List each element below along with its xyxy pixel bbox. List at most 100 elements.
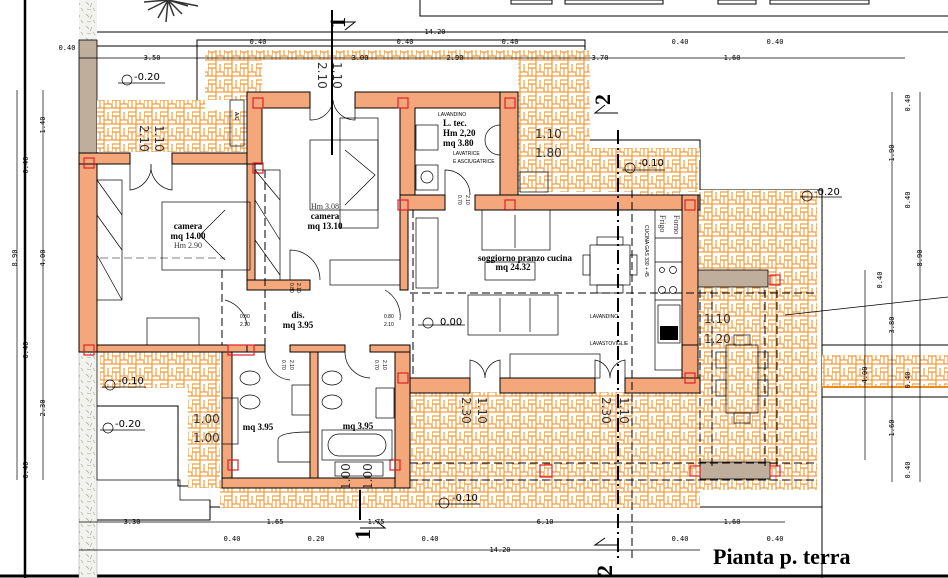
opening-tm-a: 2.10 xyxy=(315,62,329,89)
doors xyxy=(129,99,626,381)
dim-bot-seg-3: 6.10 xyxy=(537,518,554,526)
opening-labels: 2.10 1.10 2.10 1.10 1.10 1.80 1.10 1.20 … xyxy=(137,62,731,490)
dim-left-total: 8.90 xyxy=(11,250,19,267)
dim-left-seg-5: 0.40 xyxy=(22,462,30,479)
room-name-camera-2: camera xyxy=(311,211,340,221)
door5-height: 2.10 xyxy=(464,195,470,205)
room-height-camera-2: Hm 3.08 xyxy=(311,202,339,211)
site-top-elements xyxy=(419,0,948,17)
dim-right-seg-4: 1.60 xyxy=(888,420,896,437)
door4-width: 0.70 xyxy=(373,360,379,370)
room-area-camera-2: mq 13.10 xyxy=(307,221,343,231)
section-marker-1: 1 1 xyxy=(325,10,387,540)
tree-symbol xyxy=(143,0,199,23)
dim-bot-wall-2: 0.40 xyxy=(422,535,439,543)
pillars xyxy=(83,97,781,478)
dim-right-seg-1: 1.90 xyxy=(888,145,896,162)
label-asciugatrice: E ASCIUGATRICE xyxy=(453,159,495,165)
hedge-lower xyxy=(78,351,98,578)
hedge xyxy=(79,0,97,40)
walls xyxy=(78,91,771,489)
room-area-ltec: mq 3.80 xyxy=(443,138,474,148)
section-label-2-bottom: 2 xyxy=(592,565,617,576)
dim-top-seg-4: 1.60 xyxy=(724,54,741,62)
dim-top-seg-1: 3.00 xyxy=(352,54,369,62)
dimensions-bottom: 3.30 1.65 1.75 6.10 1.60 0.40 0.20 0.40 … xyxy=(79,518,785,554)
dim-top-wall-0: 0.40 xyxy=(250,38,267,46)
door2-height: 2.10 xyxy=(384,322,394,328)
opening-bath-b: 1.00 xyxy=(193,431,220,445)
opening-east-b: 1.20 xyxy=(704,332,731,346)
room-name-camera-1: camera xyxy=(174,221,203,231)
section-label-1-bottom: 1 xyxy=(350,529,375,540)
drawing-title: Pianta p. terra xyxy=(713,544,850,569)
dim-bot-wall-1: 0.20 xyxy=(308,535,325,543)
door1-width: 0.80 xyxy=(240,314,250,320)
fixture-labels: LAVANDINO LAVATRICE E ASCIUGATRICE Frigo… xyxy=(233,112,681,347)
opening-s1-a: 2.30 xyxy=(459,397,473,424)
dim-left-seg-4: 2.30 xyxy=(39,400,47,417)
room-name-ltec: L. tec. xyxy=(443,118,467,128)
dimensions-left: 8.90 1.40 0.40 4.00 0.40 2.30 0.40 xyxy=(11,90,47,480)
opening-tl-a: 2.10 xyxy=(137,125,151,152)
dim-top-wall-1: 0.40 xyxy=(397,38,414,46)
door4-height: 2.10 xyxy=(381,360,387,370)
label-lavastoviglie: LAVASTOVIGLIE xyxy=(590,341,629,347)
level-minus-020-e: -0.20 xyxy=(814,187,840,198)
dim-bot-total: 14.20 xyxy=(489,546,510,554)
door-labels: 0.80 2.10 0.80 2.10 0.70 2.10 0.70 2.10 … xyxy=(240,195,470,370)
dim-top-seg-2: 2.90 xyxy=(447,54,464,62)
pavement xyxy=(97,50,948,508)
room-area-camera-1: mq 14.00 xyxy=(170,231,206,241)
level-minus-010-s: -0.10 xyxy=(452,493,478,504)
door6-width: 0.80 xyxy=(288,283,294,293)
room-height-camera-1: Hm 2.90 xyxy=(174,241,202,250)
section-label-2-top: 2 xyxy=(590,94,615,105)
section-label-1-top: 1 xyxy=(325,17,350,28)
dim-left-seg-0: 1.40 xyxy=(39,117,47,134)
dim-right-seg-2: 0.40 xyxy=(904,192,912,209)
level-markers: -0.20 -0.10 -0.10 -0.20 0.00 -0.10 -0.20 xyxy=(100,72,842,509)
dim-bot-wall-4: 0.40 xyxy=(767,535,784,543)
opening-bot-a: 1.00 xyxy=(339,463,353,490)
dim-right-total: 8.90 xyxy=(916,250,924,267)
room-area-soggiorno: mq 24.32 xyxy=(495,262,531,272)
room-area-bagno-1: mq 3.95 xyxy=(243,422,274,432)
dim-bot-wall-3: 0.40 xyxy=(672,535,689,543)
furniture xyxy=(96,99,769,477)
label-forno: Forno xyxy=(672,215,681,234)
door6-height: 2.10 xyxy=(295,283,301,293)
opening-s2-a: 2.30 xyxy=(599,397,613,424)
room-height-ltec: Hm 2,20 xyxy=(443,128,476,138)
dim-top-wall-2: 0.40 xyxy=(502,38,519,46)
dim-top-wall-4: 0.40 xyxy=(767,38,784,46)
opening-tec-b: 1.80 xyxy=(535,146,562,160)
door1-height: 2.10 xyxy=(240,322,250,328)
level-minus-020-nw: -0.20 xyxy=(134,72,160,83)
dim-top-wall-left: 0.40 xyxy=(59,44,76,52)
opening-s1-b: 1.10 xyxy=(475,397,489,424)
label-lavandino-cucina: LAVANDINO xyxy=(590,314,618,320)
room-name-soggiorno: soggiorno pranzo cucina xyxy=(478,253,573,263)
label-ac: A/C xyxy=(233,112,239,121)
room-labels: camera mq 14.00 Hm 2.90 Hm 3.08 camera m… xyxy=(170,118,572,432)
label-lavandino-tec: LAVANDINO xyxy=(438,112,466,118)
door3-width: 0.70 xyxy=(280,360,286,370)
dim-left-seg-3: 0.40 xyxy=(22,342,30,359)
label-lavatrice: LAVATRICE xyxy=(453,151,480,157)
structure-dashed-lines xyxy=(100,170,815,560)
door5-width: 0.70 xyxy=(456,195,462,205)
room-name-dis: dis. xyxy=(291,310,304,320)
dim-top-wall-3: 0.40 xyxy=(672,38,689,46)
dim-right-inner-0: 0.40 xyxy=(876,272,884,289)
dim-right-seg-0: 0.40 xyxy=(904,95,912,112)
label-frigo: Frigo xyxy=(658,215,667,232)
dim-left-seg-2: 4.00 xyxy=(39,250,47,267)
level-minus-020-sw: -0.20 xyxy=(115,419,141,430)
opening-bath-a: 1.00 xyxy=(193,412,220,426)
section-marker-2: 2 2 xyxy=(590,94,619,576)
level-000-living: 0.00 xyxy=(440,317,462,328)
dim-right-seg-3: 3.80 xyxy=(888,317,896,334)
door2-width: 0.80 xyxy=(384,314,394,320)
